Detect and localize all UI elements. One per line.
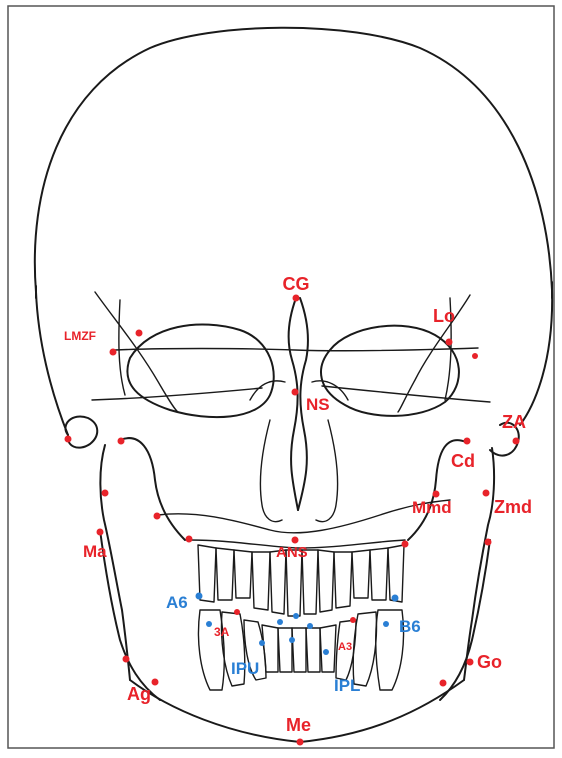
lmzf-label: LMZF [64,329,96,343]
a3-left-label: 3A [214,625,230,639]
ipl-label: IPL [334,676,360,695]
za-left-point [65,436,72,443]
zmd-point [483,490,490,497]
ipu-marker-point [259,640,265,646]
infraorbital-line [92,388,262,400]
ipu-label: IPU [231,659,259,678]
maxillary-right-lower-point [402,541,409,548]
mmd-point [433,491,440,498]
right-orbit [321,326,459,416]
right-ramus [464,448,494,680]
maxillary-left-lower-point [186,536,193,543]
go-lower-point [440,680,447,687]
za-right-point [513,438,520,445]
landmark-points-blue [196,593,399,656]
ans-point [292,537,299,544]
b6-point [392,595,399,602]
b6-label: B6 [399,617,421,636]
maxillary-left-point [154,513,161,520]
incisor-point-3 [307,623,313,629]
lmzf-point-upper [136,330,143,337]
cd-left-point [118,438,125,445]
cg-label: CG [283,274,310,294]
mmd-left-point [102,490,109,497]
za-label: ZA [502,412,526,432]
lmzf-point [110,349,117,356]
a6-point [196,593,203,600]
maxillary-line [158,500,450,533]
incisor-point-4 [289,637,295,643]
zmd-label: Zmd [494,497,532,517]
ans-label: ANS [276,544,308,561]
left-condyle [120,438,185,540]
ma-point [97,529,104,536]
a3-right-label: A3 [338,641,352,653]
mmd-label: Mmd [412,498,452,517]
ma-label: Ma [83,542,107,561]
left-frontozygomatic-line [95,292,178,412]
incisor-point-1 [277,619,283,625]
ns-label: NS [306,395,330,414]
ipl-marker-point [323,649,329,655]
ag-point [152,679,159,686]
nasal-septum [289,298,298,510]
ma-right-point [485,539,492,546]
go-label: Go [477,652,502,672]
left-lateral-orbit-line [119,300,125,395]
cd-point [464,438,471,445]
nasal-aperture-curve [250,381,285,400]
nasal-cavity-right [316,420,338,522]
go-point [467,659,474,666]
ag-label: Ag [127,684,151,704]
lower-dentition [198,610,403,690]
b6-lower-point [383,621,389,627]
nasal-cavity-left [260,420,282,522]
cg-point [293,295,300,302]
a3-right-point [350,617,356,623]
incisor-point-2 [293,613,299,619]
lo-label: Lo [433,306,455,326]
cd-label: Cd [451,451,475,471]
landmark-labels-red: CG Lo LMZF NS ZA Cd Mmd Zmd Ma ANS 3A A3… [64,274,532,735]
left-zygomatic-arch [65,416,97,447]
a6-lower-point [206,621,212,627]
a3-left-point [234,609,240,615]
lo-point [446,339,453,346]
a6-label: A6 [166,593,188,612]
left-temporal-contour [36,292,68,435]
lo-secondary-point [472,353,478,359]
supraorbital-line [115,348,478,351]
ns-point [292,389,299,396]
me-point [297,739,304,746]
left-orbit [127,325,273,418]
ag-left-upper-point [123,656,130,663]
me-label: Me [286,715,311,735]
